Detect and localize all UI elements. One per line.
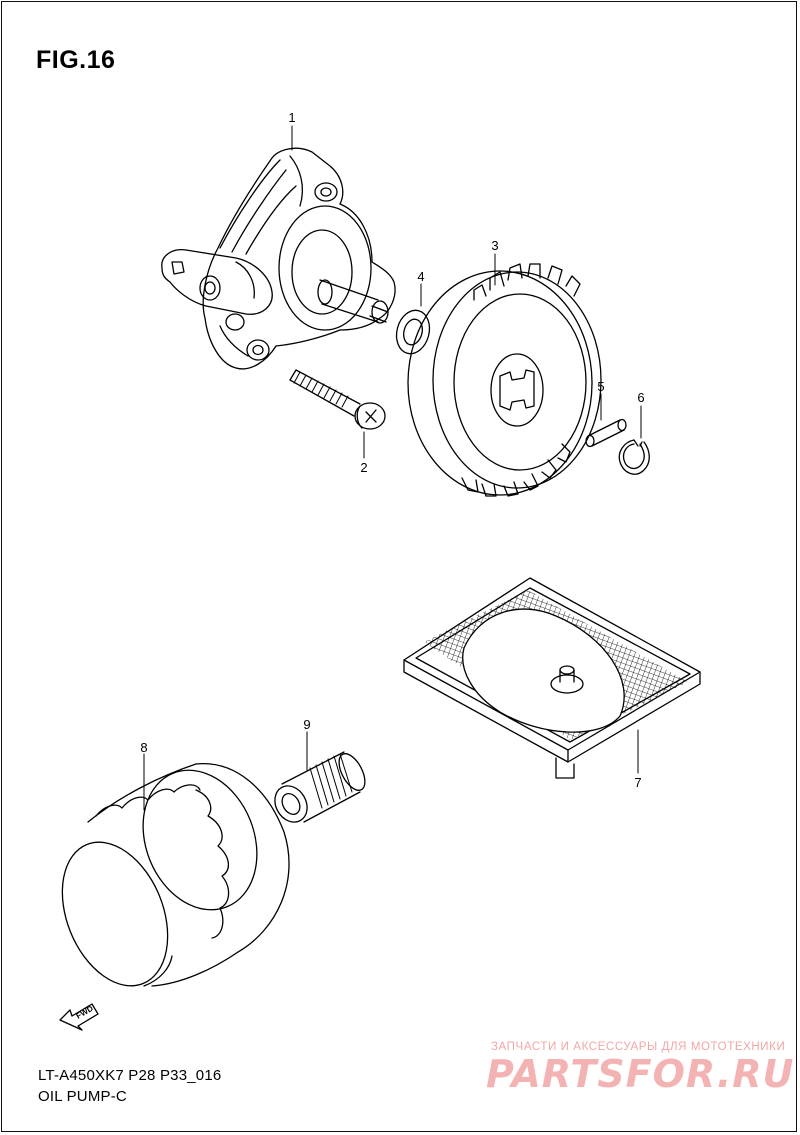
oil-strainer[interactable]	[404, 578, 700, 778]
footer-code: LT-A450XK7 P28 P33_016	[38, 1067, 222, 1084]
pin[interactable]	[586, 420, 626, 447]
callout-5: 5	[597, 379, 605, 394]
fwd-arrow-icon	[60, 1004, 98, 1030]
watermark-tagline: ЗАПЧАСТИ И АКСЕССУАРЫ ДЛЯ МОТОТЕХНИКИ	[491, 1041, 786, 1053]
callout-3: 3	[491, 238, 499, 253]
callout-4: 4	[417, 269, 425, 284]
filter-union[interactable]	[269, 750, 371, 828]
watermark-logo: PARTSFOR.RU	[486, 1052, 795, 1096]
oil-filter[interactable]	[42, 753, 289, 1002]
callout-2: 2	[360, 460, 368, 475]
callout-1: 1	[288, 110, 296, 125]
callout-7: 7	[634, 775, 642, 790]
callout-9: 9	[303, 717, 311, 732]
pump-screw[interactable]	[290, 370, 385, 429]
washer[interactable]	[392, 307, 434, 358]
callout-6: 6	[637, 390, 645, 405]
leader-lines	[144, 126, 641, 810]
figure-title: FIG.16	[36, 46, 116, 74]
footer-section: OIL PUMP-C	[38, 1088, 127, 1105]
driven-gear[interactable]	[408, 264, 601, 496]
oil-pump-assembly[interactable]	[162, 148, 395, 369]
circlip[interactable]	[619, 440, 649, 474]
callout-8: 8	[140, 740, 148, 755]
